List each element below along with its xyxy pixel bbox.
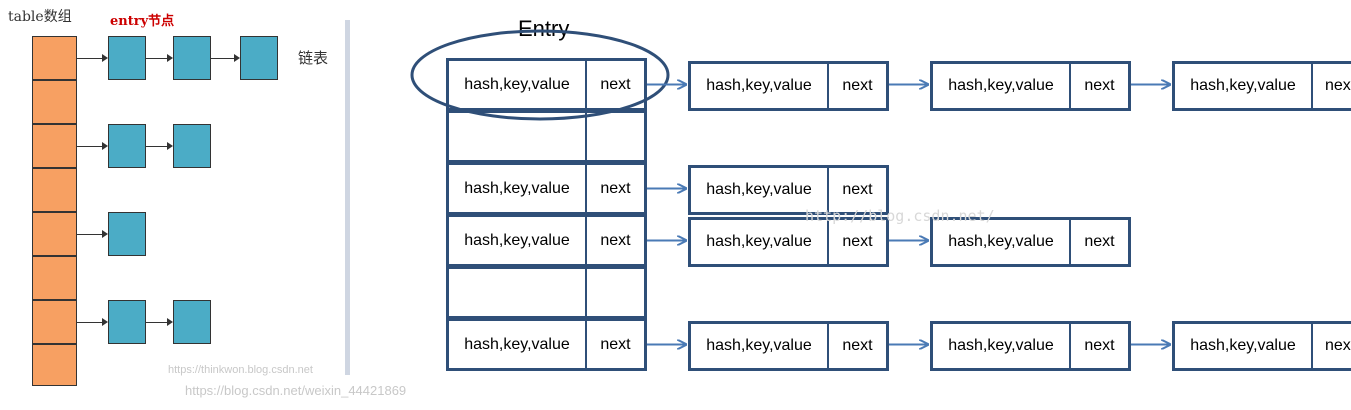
chain-entry-node: hash,key,value next [930, 321, 1131, 371]
chain-entry-node: hash,key,value nex [1172, 61, 1351, 111]
table-entry-row: hash,key,value next [446, 58, 647, 111]
chain-entry-node: hash,key,value next [688, 165, 889, 215]
left-watermark: https://thinkwon.blog.csdn.net [168, 364, 313, 376]
field-separator [827, 64, 829, 108]
entry-node [108, 212, 146, 256]
field-separator [585, 113, 587, 160]
entry-title: Entry [518, 16, 570, 41]
hash-key-value-field: hash,key,value [464, 335, 570, 353]
chain-entry-node: hash,key,value next [930, 61, 1131, 111]
entry-node [173, 124, 211, 168]
next-field: nex [1325, 337, 1351, 354]
chain-link-line [77, 234, 102, 235]
chain-link-line [77, 58, 102, 59]
chain-entry-node: hash,key,value nex [1172, 321, 1351, 371]
next-field: nex [1325, 77, 1351, 94]
hash-key-value-field: hash,key,value [1190, 337, 1296, 354]
entry-highlight-ellipse [410, 29, 670, 121]
bottom-watermark: https://blog.csdn.net/weixin_44421869 [185, 383, 407, 398]
hash-key-value-field: hash,key,value [948, 233, 1054, 250]
table-slot [32, 124, 77, 168]
next-field: next [842, 337, 873, 354]
chain-link-line [77, 146, 102, 147]
next-field: next [1084, 233, 1115, 250]
table-entry-row [446, 110, 647, 163]
next-field: next [842, 233, 873, 250]
table-slot [32, 256, 77, 300]
hash-key-value-field: hash,key,value [464, 75, 570, 93]
chain-arrowhead [102, 230, 108, 238]
chain-entry-node: hash,key,value next [688, 61, 889, 111]
entry-node [173, 300, 211, 344]
chain-link-line [146, 322, 167, 323]
hash-key-value-field: hash,key,value [706, 233, 812, 250]
entry-node [108, 300, 146, 344]
panel-divider [345, 20, 350, 375]
hash-key-value-field: hash,key,value [1190, 77, 1296, 94]
chain-arrowhead [234, 54, 240, 62]
field-separator [585, 269, 587, 316]
hash-key-value-field: hash,key,value [706, 181, 812, 198]
next-field: next [1084, 337, 1115, 354]
field-separator [827, 324, 829, 368]
linked-list-label: 链表 [298, 49, 329, 67]
hash-key-value-field: hash,key,value [948, 337, 1054, 354]
next-field: next [842, 181, 873, 198]
table-slot [32, 212, 77, 256]
center-watermark: http://blog.csdn.net/ [805, 207, 995, 225]
field-separator [1069, 324, 1071, 368]
hash-key-value-field: hash,key,value [948, 77, 1054, 94]
hash-key-value-field: hash,key,value [706, 77, 812, 94]
chain-entry-node: hash,key,value next [688, 217, 889, 267]
chain-link-line [146, 146, 167, 147]
chain-arrowhead [167, 54, 173, 62]
table-slot [32, 300, 77, 344]
table-entry-row [446, 266, 647, 319]
table-array-label: table数组 [8, 9, 72, 25]
entry-node [108, 36, 146, 80]
next-field: next [1084, 77, 1115, 94]
chain-arrowhead [167, 142, 173, 150]
hash-key-value-field: hash,key,value [464, 179, 570, 197]
next-field: next [600, 231, 631, 249]
field-separator [1311, 64, 1313, 108]
field-separator [1069, 220, 1071, 264]
next-field: next [600, 335, 631, 353]
table-entry-row: hash,key,value next [446, 214, 647, 267]
field-separator [1311, 324, 1313, 368]
hash-key-value-field: hash,key,value [464, 231, 570, 249]
field-separator [585, 165, 587, 212]
field-separator [585, 217, 587, 264]
next-field: next [600, 75, 631, 93]
chain-link-line [146, 58, 167, 59]
entry-node-label: entry节点 [110, 14, 175, 29]
entry-node [173, 36, 211, 80]
field-separator [1069, 64, 1071, 108]
entry-node [240, 36, 278, 80]
table-slot [32, 80, 77, 124]
chain-arrowhead [102, 318, 108, 326]
chain-arrowhead [102, 54, 108, 62]
hash-key-value-field: hash,key,value [706, 337, 812, 354]
chain-link-line [211, 58, 234, 59]
chain-arrowhead [167, 318, 173, 326]
table-entry-row: hash,key,value next [446, 162, 647, 215]
table-entry-row: hash,key,value next [446, 318, 647, 371]
entry-node [108, 124, 146, 168]
chain-entry-node: hash,key,value next [688, 321, 889, 371]
field-separator [827, 220, 829, 264]
next-field: next [842, 77, 873, 94]
table-slot [32, 168, 77, 212]
table-slot [32, 344, 77, 386]
table-slot [32, 36, 77, 80]
chain-arrowhead [102, 142, 108, 150]
field-separator [585, 321, 587, 368]
next-field: next [600, 179, 631, 197]
chain-entry-node: hash,key,value next [930, 217, 1131, 267]
chain-link-line [77, 322, 102, 323]
field-separator [585, 61, 587, 108]
field-separator [827, 168, 829, 212]
